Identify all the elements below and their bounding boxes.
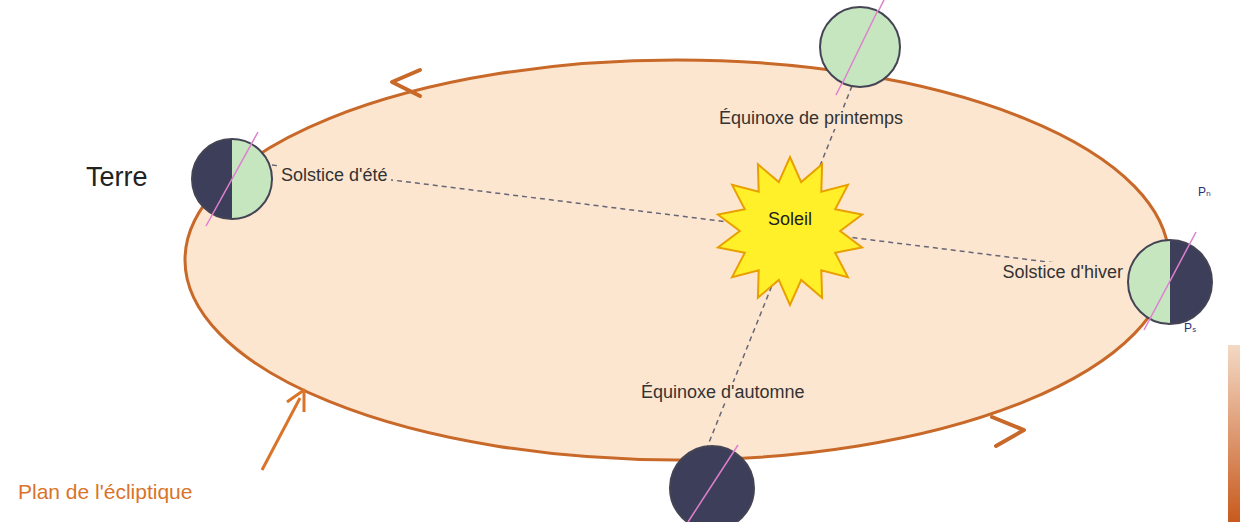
- position-label: Équinoxe de printemps: [716, 108, 906, 129]
- position-label: Solstice d'été: [278, 165, 391, 186]
- pole-label: Pₙ: [1198, 186, 1211, 200]
- sun-star: Soleil: [712, 155, 868, 307]
- sun-shape: [712, 155, 868, 307]
- pole-label: Pₛ: [1184, 322, 1196, 336]
- position-label: Équinoxe d'automne: [638, 382, 808, 403]
- position-label: Solstice d'hiver: [1000, 262, 1127, 283]
- plane-label: Plan de l'écliptique: [18, 480, 192, 504]
- earth-label: Terre: [86, 162, 148, 193]
- sun-label: Soleil: [768, 209, 812, 230]
